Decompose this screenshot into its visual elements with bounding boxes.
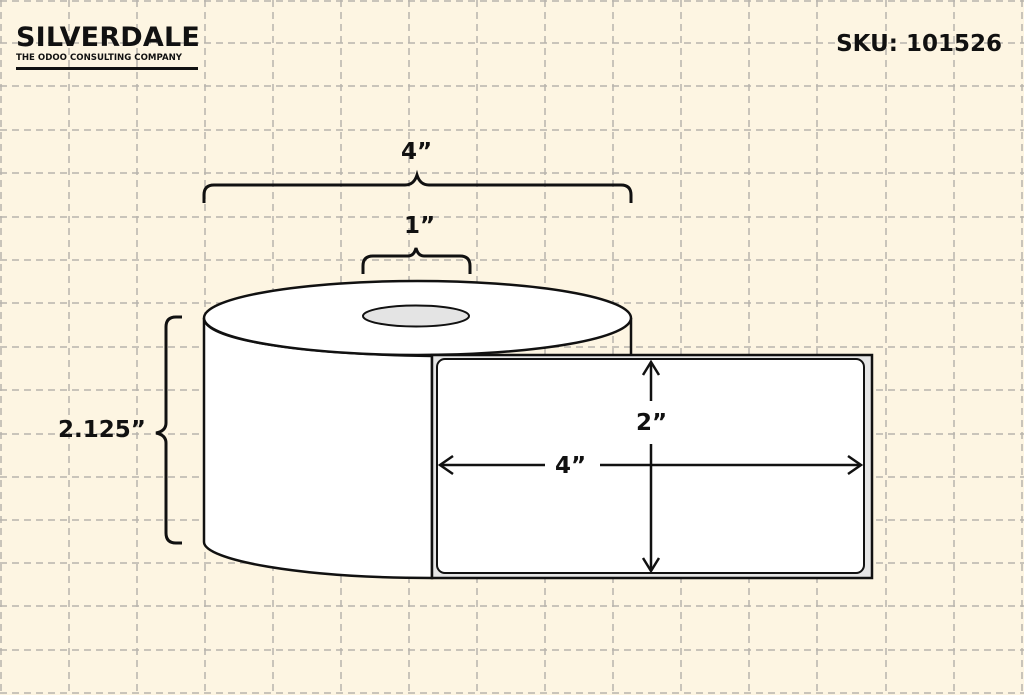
brand-logo: SILVERDALE THE ODOO CONSULTING COMPANY (16, 24, 200, 70)
roll-core (362, 304, 470, 328)
core-diameter-label: 1” (404, 213, 436, 239)
core-width-bracket (361, 247, 472, 274)
roll-width-label: 4” (401, 139, 433, 165)
roll-height-label: 2.125” (58, 417, 146, 443)
brand-tagline: THE ODOO CONSULTING COMPANY (16, 53, 183, 63)
label-height-text: 2” (636, 410, 668, 436)
sku-label: SKU: 101526 (836, 31, 1002, 57)
label-height-arrow (641, 359, 661, 574)
label-width-arrow (437, 454, 864, 476)
roll-height-bracket (155, 315, 182, 545)
label-width-text: 4” (555, 453, 587, 479)
label-roll (202, 279, 633, 580)
label-sheet (430, 353, 874, 580)
roll-width-bracket (202, 169, 633, 203)
brand-name: SILVERDALE (16, 22, 201, 53)
brand-underline (16, 67, 198, 70)
